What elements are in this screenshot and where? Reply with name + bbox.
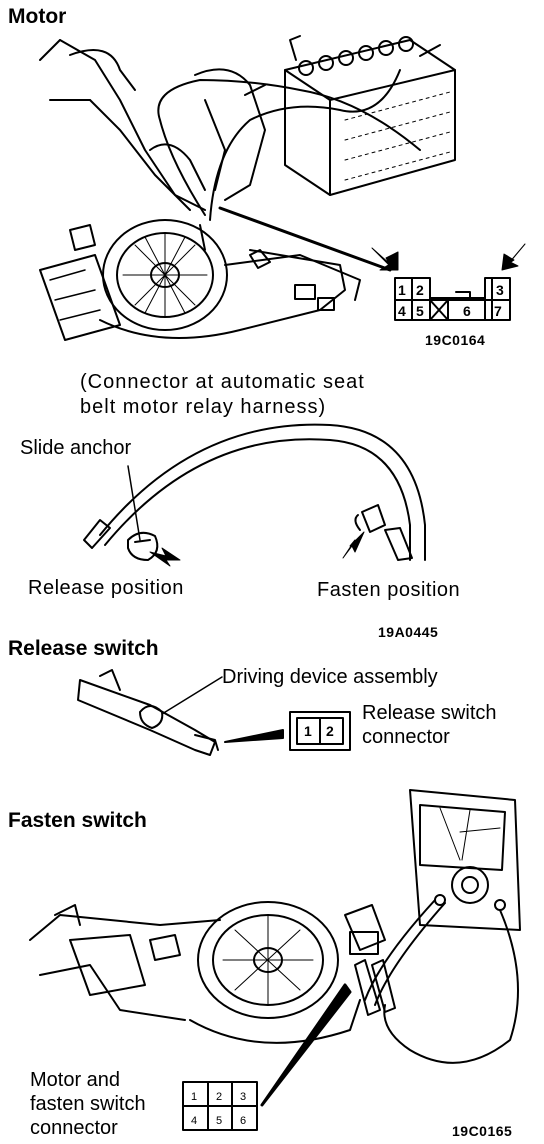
release-switch-heading: Release switch (8, 637, 159, 660)
fasten-pointer (260, 983, 352, 1107)
hands-illustration (39, 39, 266, 211)
fasten-pin-6: 6 (240, 1115, 246, 1127)
slide-anchor-fasten (354, 504, 386, 533)
motor-relay-connector (394, 277, 511, 321)
fasten-switch-heading: Fasten switch (8, 809, 147, 832)
connector-caption-line-2: belt motor relay harness) (80, 396, 327, 418)
anchor-figure-code: 19A0445 (378, 624, 439, 640)
pin-arrows (371, 243, 526, 271)
motor-fasten-connector (182, 1081, 258, 1131)
seat-belt-rail (83, 423, 426, 561)
motor-figure-code: 19C0164 (425, 332, 486, 348)
pointer-to-connector (218, 206, 392, 272)
battery-illustration (284, 35, 456, 196)
slide-anchor-label: Slide anchor (20, 437, 132, 459)
motor-pin-2: 2 (416, 282, 424, 298)
release-pin-2: 2 (326, 723, 334, 739)
fasten-pin-4: 4 (191, 1115, 197, 1127)
release-connector-label-line-2: connector (362, 726, 450, 748)
release-connector-label-line-1: Release switch (362, 702, 497, 724)
fasten-connector-label-line-2: fasten switch (30, 1093, 146, 1115)
motor-heading: Motor (8, 5, 67, 28)
motor-pin-4: 4 (398, 303, 406, 319)
meter-probes (354, 899, 519, 1064)
motor-unit-illustration (39, 219, 361, 341)
position-arrows (149, 531, 365, 567)
release-pointer (224, 729, 284, 743)
test-leads (157, 69, 421, 251)
motor-pin-7: 7 (494, 303, 502, 319)
fasten-motor-illustration (29, 901, 386, 1044)
connector-caption-line-1: (Connector at automatic seat (80, 371, 365, 393)
fasten-pin-1: 1 (191, 1091, 197, 1103)
slide-anchor-release (127, 465, 159, 561)
release-pin-1: 1 (304, 723, 312, 739)
fasten-connector-label-line-3: connector (30, 1117, 118, 1139)
driving-device-assembly (77, 669, 223, 756)
fasten-pin-5: 5 (216, 1115, 222, 1127)
fasten-pin-2: 2 (216, 1091, 222, 1103)
motor-pin-3: 3 (496, 282, 504, 298)
motor-pin-6: 6 (463, 303, 471, 319)
fasten-pin-3: 3 (240, 1091, 246, 1103)
fasten-figure-code: 19C0165 (452, 1123, 513, 1139)
motor-pin-1: 1 (398, 282, 406, 298)
fasten-position-label: Fasten position (317, 579, 461, 601)
release-switch-connector (289, 711, 351, 751)
fasten-connector-label-line-1: Motor and (30, 1069, 121, 1091)
release-position-label: Release position (28, 577, 184, 599)
motor-pin-5: 5 (416, 303, 424, 319)
driving-device-label: Driving device assembly (222, 666, 438, 688)
